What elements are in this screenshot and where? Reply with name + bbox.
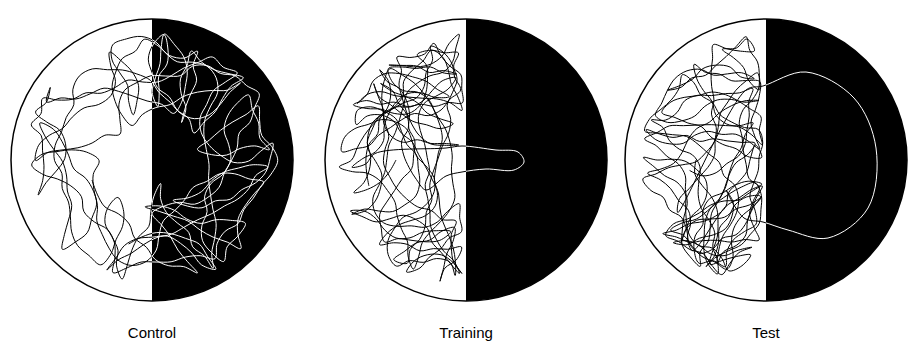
arena-dark-half [152,19,293,301]
panel-label: Test [752,324,780,341]
arena-light-half [325,19,607,301]
arena-light-half [625,19,907,301]
arena-outline [325,19,607,301]
arena-light-half [11,19,293,301]
arena-dark-half [466,19,607,301]
track-dark [339,34,466,281]
arena-outline [11,19,293,301]
arena-dark-half [766,19,907,301]
track-dark [643,37,766,275]
track-light [466,34,524,281]
track-light [766,37,877,275]
track-light [152,34,278,279]
arena-outline [625,19,907,301]
track-dark [31,34,152,279]
arena [625,19,907,301]
panel-label: Training [439,324,493,341]
panel-label: Control [128,324,176,341]
arena [325,19,607,301]
arena [11,19,293,301]
